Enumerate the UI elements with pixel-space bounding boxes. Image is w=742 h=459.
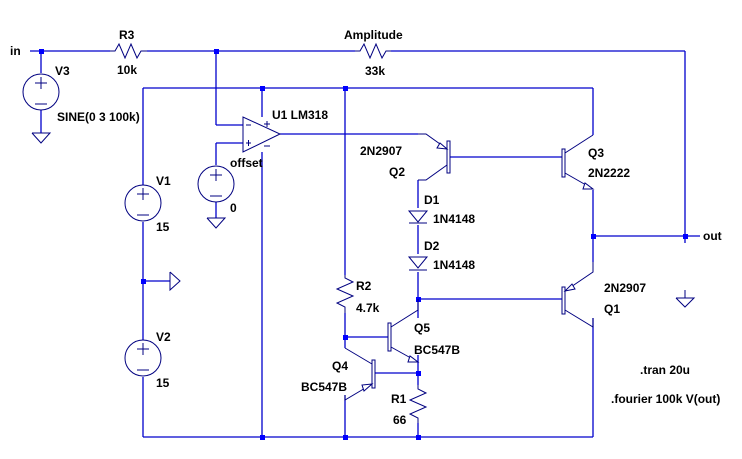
- q4-transistor[interactable]: [344, 347, 376, 401]
- d2-diode[interactable]: [407, 256, 429, 271]
- q2-transistor[interactable]: [418, 133, 451, 181]
- voltage-source-icon: [124, 339, 162, 377]
- q1-model: 2N2907: [604, 281, 646, 295]
- transistor-icon: [371, 359, 376, 389]
- directive-fourier[interactable]: .fourier 100k V(out): [611, 392, 720, 406]
- junction: [416, 371, 421, 376]
- ground-icon: [31, 132, 52, 144]
- r3-value: 10k: [117, 63, 137, 77]
- r1-name: R1: [391, 392, 407, 406]
- directive-tran[interactable]: .tran 20u: [640, 363, 690, 377]
- u1-opamp[interactable]: [242, 116, 282, 153]
- diode-icon: [407, 210, 429, 223]
- d2-name: D2: [424, 239, 440, 253]
- emitter-arrow-icon: [436, 142, 449, 150]
- junction: [260, 86, 265, 91]
- r1-resistor-icon[interactable]: [408, 385, 428, 423]
- q4-model: BC547B: [301, 380, 347, 394]
- net-label-out: out: [703, 229, 722, 243]
- offset-source[interactable]: [197, 165, 235, 229]
- transistor-icon: [561, 148, 566, 178]
- r3-name: R3: [119, 28, 135, 42]
- diode-icon: [407, 256, 429, 269]
- v1-name: V1: [156, 174, 171, 188]
- amplitude-name: Amplitude: [344, 28, 403, 42]
- emitter-arrow-icon: [582, 182, 595, 190]
- q5-model: BC547B: [414, 343, 460, 357]
- net-label-in: in: [10, 44, 21, 58]
- q2-name: Q2: [389, 165, 405, 179]
- v2-name: V2: [156, 330, 171, 344]
- r2-name: R2: [356, 279, 372, 293]
- opamp-icon: [242, 116, 282, 153]
- r2-resistor-icon[interactable]: [335, 275, 355, 313]
- u1-name: U1 LM318: [272, 108, 328, 122]
- junction: [260, 435, 265, 440]
- v2-source[interactable]: [124, 339, 162, 377]
- q1-name: Q1: [604, 302, 620, 316]
- offset-name: offset: [230, 156, 263, 170]
- q3-transistor[interactable]: [561, 134, 595, 190]
- junction: [591, 234, 596, 239]
- voltage-source-icon: [124, 184, 162, 222]
- junction: [343, 86, 348, 91]
- d1-model: 1N4148: [433, 212, 475, 226]
- ground-icon: [206, 217, 227, 229]
- q5-name: Q5: [414, 321, 430, 335]
- transistor-icon: [446, 140, 451, 174]
- v3-value: SINE(0 3 100k): [57, 110, 140, 124]
- transistor-icon: [387, 322, 392, 352]
- junction: [39, 49, 44, 54]
- d2-model: 1N4148: [433, 258, 475, 272]
- junction: [343, 335, 348, 340]
- wires: [30, 50, 700, 438]
- junctions: [39, 49, 688, 440]
- q3-name: Q3: [588, 146, 604, 160]
- amplitude-resistor-icon[interactable]: [355, 42, 391, 60]
- transistor-icon: [561, 286, 566, 315]
- q5-transistor[interactable]: [387, 299, 420, 363]
- v1-value: 15: [156, 220, 170, 234]
- voltage-source-icon: [197, 165, 235, 203]
- amplitude-value: 33k: [365, 64, 385, 78]
- v1-source[interactable]: [124, 184, 162, 222]
- q1-transistor[interactable]: [561, 262, 594, 328]
- voltage-source-icon: [22, 73, 60, 111]
- ground-icon: [675, 290, 696, 308]
- junction: [416, 435, 421, 440]
- q4-name: Q4: [332, 359, 348, 373]
- r1-value: 66: [393, 413, 407, 427]
- q3-model: 2N2222: [588, 166, 630, 180]
- offset-value: 0: [230, 201, 237, 215]
- emitter-arrow-icon: [563, 283, 576, 292]
- v3-name: V3: [55, 64, 70, 78]
- emitter-arrow-icon: [407, 355, 420, 363]
- v3-source[interactable]: [22, 73, 60, 144]
- ground-icon: [169, 271, 181, 292]
- d1-diode[interactable]: [407, 210, 429, 224]
- junction: [141, 279, 146, 284]
- junction: [214, 49, 219, 54]
- q2-model: 2N2907: [360, 144, 402, 158]
- v2-value: 15: [156, 376, 170, 390]
- junction: [683, 234, 688, 239]
- d1-name: D1: [424, 193, 440, 207]
- junction: [343, 435, 348, 440]
- r3-resistor-icon[interactable]: [110, 42, 147, 60]
- r2-value: 4.7k: [356, 301, 380, 315]
- emitter-arrow-icon: [361, 383, 374, 392]
